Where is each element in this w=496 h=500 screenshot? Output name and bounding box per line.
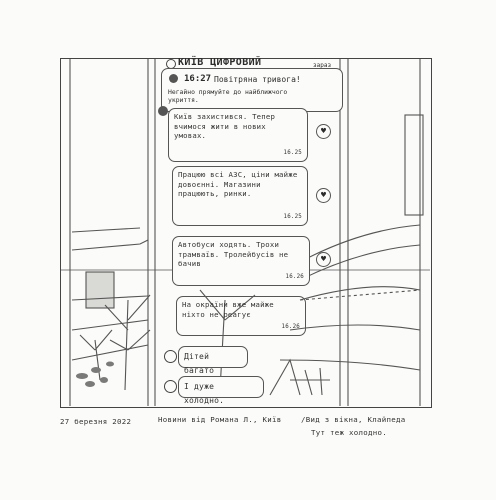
message-bubble[interactable]: І дуже холодно. (178, 376, 264, 405)
alert-title: Повітряна тривога! (214, 75, 301, 84)
message-bubble[interactable]: Київ захистився. Тепер вчимося жити в но… (168, 108, 308, 162)
alert-time: 16:27 (184, 74, 212, 84)
message-text: І дуже холодно. (184, 382, 225, 405)
message-text: На окраїни вже майже ніхто не реагує (182, 300, 274, 319)
message-bubble[interactable]: Дітей багато (178, 346, 248, 375)
message-time: 16.26 (281, 324, 300, 331)
view-subcaption: Тут теж холодно. (311, 428, 387, 437)
window-frame (60, 58, 432, 408)
message-bubble[interactable]: Працюю всі АЗС, ціни майже довоєнні. Маг… (172, 166, 308, 226)
view-caption: /Вид з вікна, Клайпеда (301, 415, 406, 424)
message-text: Працюю всі АЗС, ціни майже довоєнні. Маг… (178, 170, 298, 199)
now-label: зараз (313, 62, 332, 69)
reaction-heart-icon[interactable]: ♥ (316, 124, 331, 139)
date-caption: 27 березня 2022 (60, 417, 132, 426)
channel-name: КИЇВ ЦИФРОВИЙ (178, 57, 262, 68)
alert-body: Негайно прямуйте до найближчого укриття. (168, 88, 288, 104)
reaction-heart-icon[interactable]: ♥ (316, 252, 331, 267)
sender-avatar-icon (164, 380, 177, 393)
message-time: 16.25 (283, 214, 302, 221)
message-bubble[interactable]: На окраїни вже майже ніхто не реагує 16.… (176, 296, 306, 336)
message-time: 16.26 (285, 274, 304, 281)
air-raid-notification[interactable]: 16:27 Повітряна тривога! Негайно прямуйт… (161, 68, 343, 112)
alert-icon (169, 74, 178, 83)
message-text: Київ захистився. Тепер вчимося жити в но… (174, 112, 276, 141)
message-time: 16.25 (283, 150, 302, 157)
message-text: Автобуси ходять. Трохи трамваїв. Тролейб… (178, 240, 289, 269)
reaction-heart-icon[interactable]: ♥ (316, 188, 331, 203)
message-text: Дітей багато (184, 352, 215, 375)
news-source-caption: Новини від Романа Л., Київ (158, 415, 282, 424)
sender-avatar-icon (158, 106, 168, 116)
message-bubble[interactable]: Автобуси ходять. Трохи трамваїв. Тролейб… (172, 236, 310, 286)
sender-avatar-icon (164, 350, 177, 363)
